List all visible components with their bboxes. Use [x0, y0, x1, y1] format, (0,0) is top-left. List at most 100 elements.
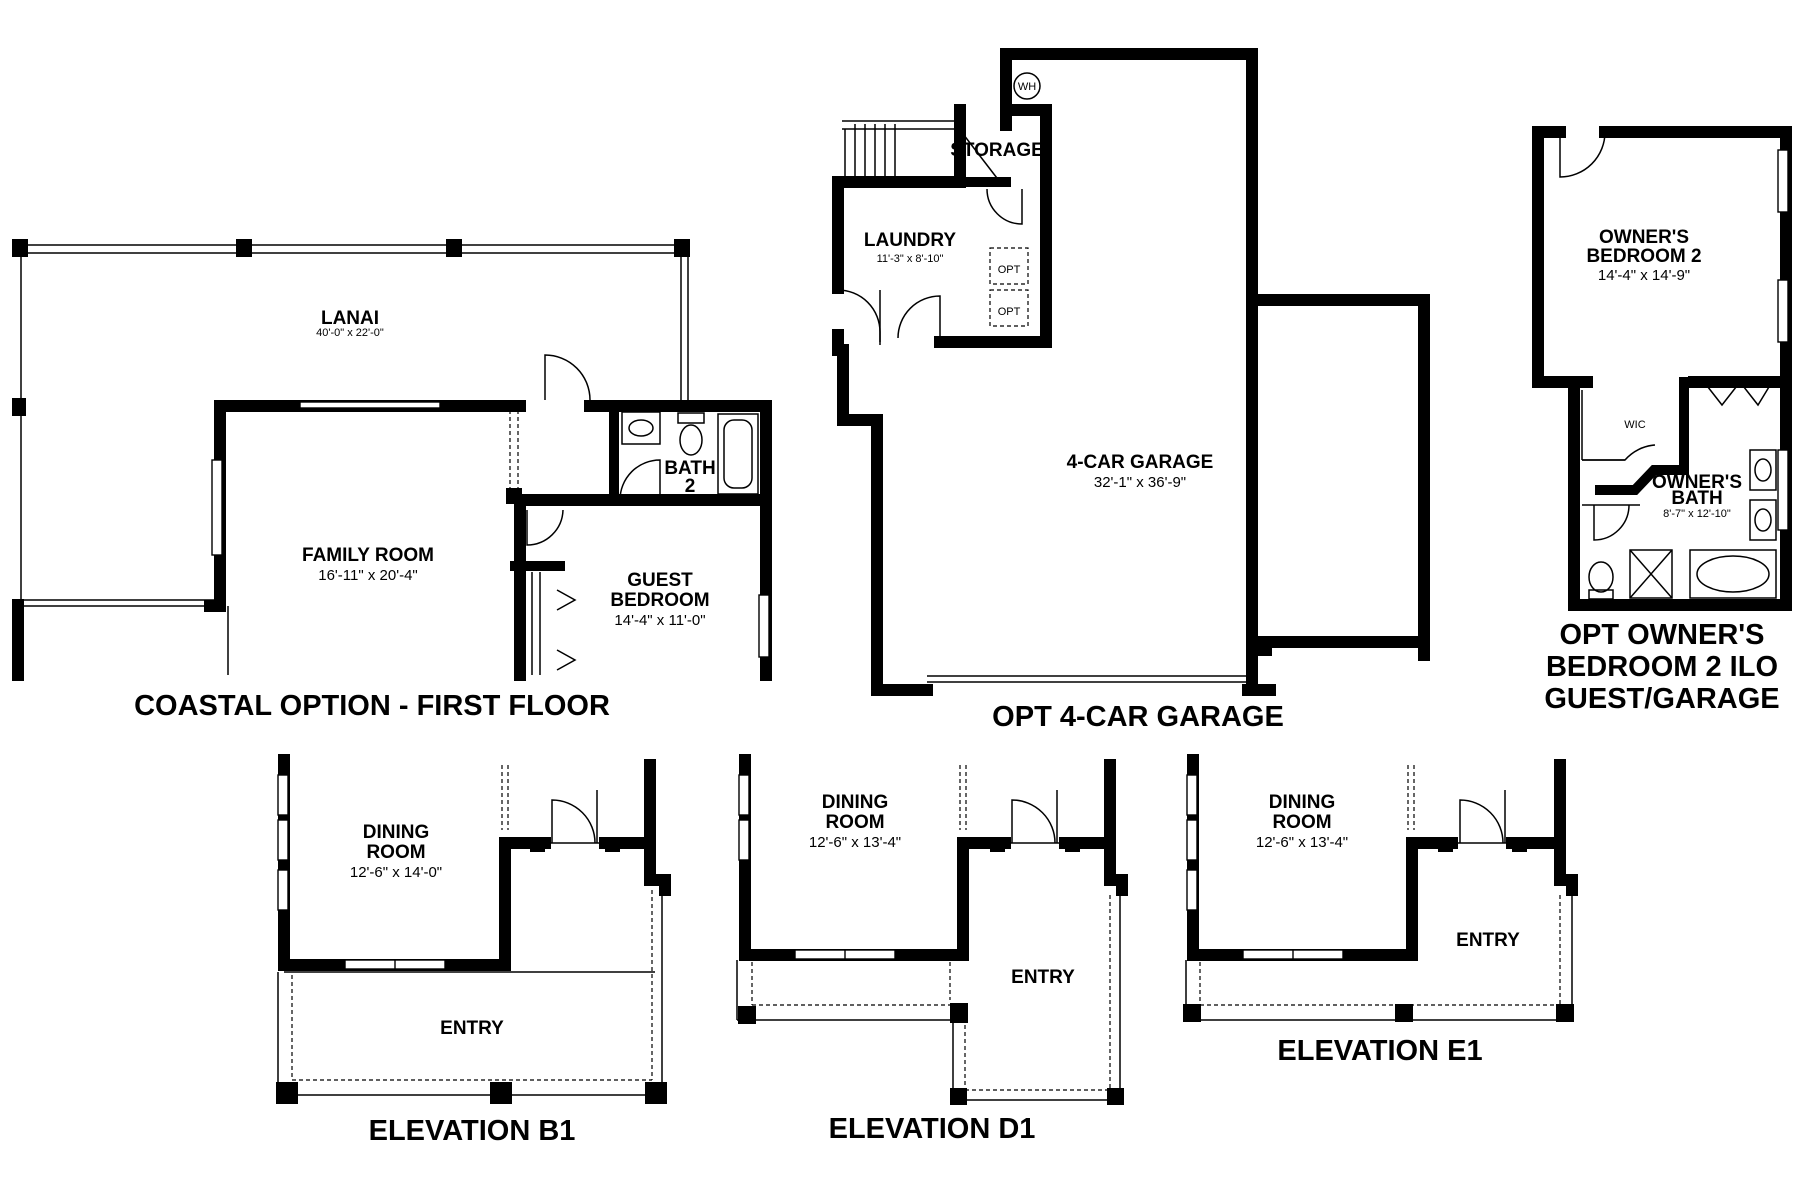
dining-e1-dim: 12'-6" x 13'-4"	[1256, 834, 1348, 851]
opt-appliance	[989, 289, 1029, 327]
porch-post	[1395, 1004, 1413, 1022]
dining-walls	[1187, 754, 1458, 961]
owners-bath-label-1: OWNER'S	[1652, 472, 1742, 493]
porch-post	[950, 1088, 967, 1105]
storage-label: STORAGE	[950, 140, 1044, 161]
door-swing	[1011, 799, 1056, 844]
garage-walls	[1000, 48, 1430, 661]
water-heater	[1013, 72, 1041, 100]
elev-d1-title: ELEVATION D1	[829, 1113, 1036, 1145]
door-swing	[619, 459, 661, 501]
guest-bedroom-dim: 14'-4" x 11'-0"	[614, 612, 705, 629]
lanai-post	[446, 239, 462, 257]
owners-bath-label-2: BATH	[1671, 488, 1722, 509]
door-swing	[837, 289, 881, 345]
dining-d1-label-2: ROOM	[825, 812, 884, 833]
owners-bedroom-label-2: BEDROOM 2	[1586, 246, 1701, 267]
elevation-b1-plan: DINING ROOM 12'-6" x 14'-0" ENTRY ELEVAT…	[276, 754, 671, 1147]
owners-bedroom-plan: OWNER'S BEDROOM 2 14'-4" x 14'-9" WIC OW…	[1532, 126, 1792, 715]
door-swing	[544, 354, 591, 401]
stairs	[842, 120, 955, 182]
owners-title-3: GUEST/GARAGE	[1544, 683, 1779, 715]
entry-e1-label: ENTRY	[1456, 930, 1520, 951]
window	[277, 774, 289, 816]
window	[758, 594, 770, 658]
toilet	[677, 412, 705, 424]
sink	[1749, 499, 1777, 541]
dining-b1-label-2: ROOM	[366, 842, 425, 863]
slider-door	[299, 401, 441, 409]
window	[1186, 819, 1198, 861]
bath2-label: BATH	[664, 458, 715, 479]
door-swing	[1559, 131, 1606, 178]
dining-walls	[739, 754, 1011, 961]
door-swing	[526, 509, 564, 546]
window	[1777, 279, 1789, 343]
lanai-label: LANAI	[321, 308, 379, 329]
window	[211, 459, 223, 556]
closet-bifold	[556, 589, 577, 611]
dining-e1-label-1: DINING	[1269, 792, 1336, 813]
door-swing	[1459, 799, 1504, 844]
first-floor-plan: LANAI 40'-0" x 22'-0" FAMILY ROOM 16'-11…	[12, 239, 772, 722]
shower	[1629, 549, 1673, 599]
lanai-dim: 40'-0" x 22'-0"	[316, 327, 384, 339]
door-swing	[897, 295, 941, 342]
window	[1777, 149, 1789, 213]
family-room-dim: 16'-11" x 20'-4"	[318, 567, 418, 584]
owners-bedroom-walls	[1532, 126, 1593, 388]
elev-b1-title: ELEVATION B1	[369, 1115, 576, 1147]
guest-bedroom-label-1: GUEST	[627, 570, 693, 591]
family-room-label: FAMILY ROOM	[302, 545, 434, 566]
toilet	[1588, 561, 1614, 593]
dining-d1-label-1: DINING	[822, 792, 889, 813]
porch-post	[738, 1006, 756, 1024]
owners-bath-dim: 8'-7" x 12'-10"	[1663, 508, 1731, 520]
garage-title: OPT 4-CAR GARAGE	[992, 701, 1284, 733]
lanai-post	[674, 239, 690, 257]
owners-bedroom-label-1: OWNER'S	[1599, 227, 1689, 248]
window	[738, 819, 750, 861]
svg-text:OPT: OPT	[998, 306, 1021, 318]
sink	[1749, 449, 1777, 491]
window	[277, 819, 289, 861]
porch-post	[276, 1082, 298, 1104]
owners-title-2: BEDROOM 2 ILO	[1546, 651, 1778, 683]
opt-appliance	[989, 247, 1029, 285]
garage-dim: 32'-1" x 36'-9"	[1094, 474, 1186, 491]
owners-bedroom-dim: 14'-4" x 14'-9"	[1598, 267, 1690, 284]
window	[277, 869, 289, 911]
dining-b1-label-1: DINING	[363, 822, 430, 843]
window	[1186, 774, 1198, 816]
bathtub	[717, 413, 759, 495]
lanai-post	[12, 239, 28, 257]
entry-b1-label: ENTRY	[440, 1018, 504, 1039]
dining-e1-label-2: ROOM	[1272, 812, 1331, 833]
door-swing	[986, 188, 1023, 225]
garage-label: 4-CAR GARAGE	[1067, 452, 1214, 473]
window	[738, 774, 750, 816]
elevation-e1-plan: DINING ROOM 12'-6" x 13'-4" ENTRY ELEVAT…	[1183, 754, 1578, 1067]
door-swing	[1582, 444, 1656, 461]
sink	[621, 411, 661, 445]
bath2-number: 2	[685, 476, 696, 497]
garage-plan: WH OPT OPT LAUNDRY 11'-3" x 8'-10" STORA…	[832, 48, 1430, 733]
laundry-dim: 11'-3" x 8'-10"	[877, 253, 944, 265]
window	[1186, 869, 1198, 911]
svg-text:WH: WH	[1018, 81, 1036, 93]
wic-label: WIC	[1624, 419, 1645, 431]
svg-text:OPT: OPT	[998, 264, 1021, 276]
dining-b1-dim: 12'-6" x 14'-0"	[350, 864, 442, 881]
window	[1777, 449, 1789, 531]
lanai-post	[236, 239, 252, 257]
guest-bedroom-label-2: BEDROOM	[610, 590, 709, 611]
laundry-label: LAUNDRY	[864, 230, 957, 251]
closet-bifold	[556, 649, 577, 671]
dining-d1-dim: 12'-6" x 13'-4"	[809, 834, 901, 851]
porch-post	[490, 1082, 512, 1104]
entry-d1-label: ENTRY	[1011, 967, 1075, 988]
door-swing	[1593, 504, 1630, 541]
first-floor-title: COASTAL OPTION - FIRST FLOOR	[134, 690, 610, 722]
door-swing	[551, 799, 596, 844]
